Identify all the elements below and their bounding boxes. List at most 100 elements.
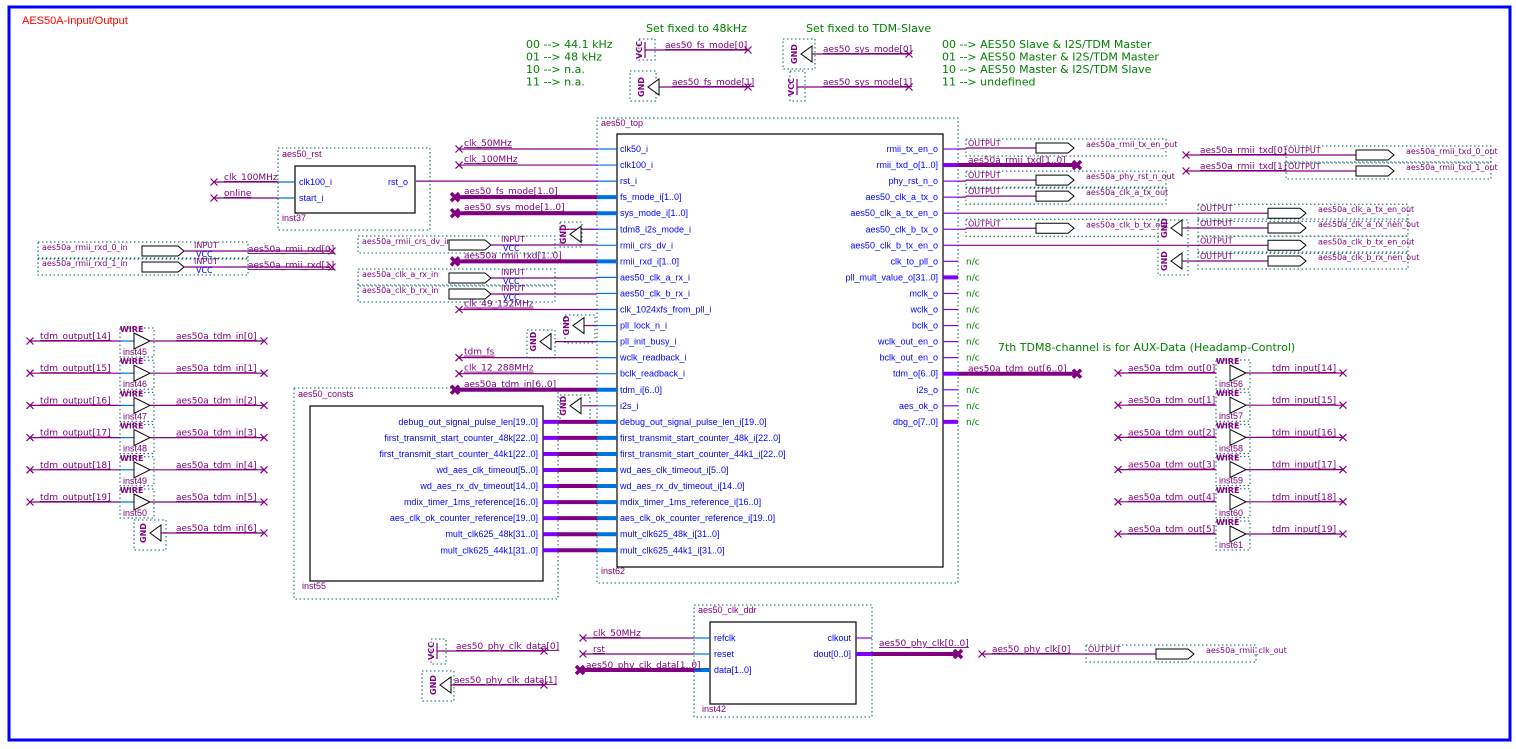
wire-label: WIRE: [1216, 486, 1239, 495]
no-connect-mark: [1071, 368, 1083, 379]
no-connect-mark: [455, 305, 463, 314]
output-pin-name[interactable]: aes50a_rmii_clk_out: [1206, 646, 1287, 655]
buffer-icon: [133, 493, 152, 511]
note-fs-mode: 11 --> n.a.: [526, 76, 585, 89]
output-pin-name[interactable]: aes50a_clk_b_tx_out: [1086, 220, 1168, 229]
net-label: clk_100MHz: [224, 173, 278, 183]
gnd-symbol-icon: [800, 45, 813, 63]
output-pin-icon[interactable]: [1035, 190, 1075, 202]
input-port-13: wclk_readback_i: [619, 353, 687, 363]
net-label: tdm_output[15]: [40, 364, 111, 374]
input-port-8: aes50_clk_a_rx_i: [620, 272, 690, 282]
output-pin-name[interactable]: aes50a_rmii_txd_1_out: [1406, 163, 1498, 172]
output-pin-icon[interactable]: [1155, 648, 1195, 660]
aes50-rst-name: aes50_rst: [282, 149, 322, 159]
input-port-24: mult_clk625_48k_i[31..0]: [620, 529, 720, 539]
net-label: aes50a_tdm_in[5]: [176, 493, 257, 503]
output-pin-name[interactable]: aes50a_rmii_tx_en_out: [1086, 140, 1177, 149]
buffer-icon: [133, 364, 152, 383]
output-pin-name[interactable]: aes50a_clk_a_rx_nen_out: [1318, 220, 1419, 229]
aes50-top-block[interactable]: [616, 133, 944, 568]
gnd-label: GND: [559, 224, 568, 244]
wire-label: WIRE: [1216, 518, 1239, 527]
output-pin-frame: [1285, 145, 1492, 164]
consts-output-port: mdix_timer_1ms_reference[16..0]: [404, 497, 538, 507]
net-label: aes50a_tdm_out[1]: [1128, 396, 1215, 406]
no-connect-mark: [1182, 151, 1190, 159]
input-pin-name[interactable]: aes50a_rmii_rxd_0_in: [42, 243, 128, 252]
net-label: aes50_phy_clk_data[0]: [456, 642, 559, 652]
input-port-16: i2s_i: [620, 401, 639, 411]
input-pin-icon[interactable]: [448, 288, 492, 300]
input-pin-type: INPUT: [501, 284, 525, 293]
input-pin-name[interactable]: aes50a_rmii_rxd_1_in: [42, 259, 128, 268]
net-label: aes50a_tdm_out[3]: [1128, 461, 1215, 471]
no-connect-mark: [1182, 167, 1190, 175]
net-label: aes50_phy_clk_data[1]: [454, 676, 557, 686]
output-pin-icon[interactable]: [1267, 239, 1307, 251]
output-pin-icon[interactable]: [1267, 222, 1307, 234]
output-pin-type: OUTPUT: [968, 171, 1001, 180]
input-pin-default: VCC: [503, 244, 520, 253]
aes50-rst-block[interactable]: [294, 165, 416, 214]
output-port-15: i2s_o: [916, 385, 938, 395]
output-pin-name[interactable]: aes50a_clk_b_rx_nen_out: [1318, 253, 1419, 262]
output-pin-icon[interactable]: [1267, 207, 1307, 219]
output-pin-icon[interactable]: [1267, 255, 1307, 267]
output-pin-icon[interactable]: [1355, 149, 1395, 161]
buffer-icon: [1229, 525, 1248, 543]
wire-buffer-frame: [119, 359, 155, 390]
net-label: aes50a_tdm_in[6..0]: [464, 380, 556, 390]
no-connect-mark: [260, 369, 268, 378]
no-connect-mark: [540, 681, 548, 689]
output-pin-icon[interactable]: [1355, 165, 1395, 177]
instance-name: inst50: [123, 508, 147, 518]
no-connect-mark: [744, 46, 752, 54]
output-port-7: clk_to_pll_o: [890, 256, 938, 266]
output-pin-icon[interactable]: [1035, 222, 1075, 234]
input-pin-name[interactable]: aes50a_clk_a_rx_in: [362, 270, 438, 279]
output-pin-type: OUTPUT: [1088, 645, 1121, 654]
ddr-input-port: data[1..0]: [714, 665, 752, 675]
output-pin-name[interactable]: aes50a_rmii_txd_0_out: [1406, 147, 1498, 156]
note-fs-mode: 01 --> 48 kHz: [526, 51, 602, 64]
input-pin-icon[interactable]: [448, 272, 492, 284]
output-pin-type: OUTPUT: [1200, 236, 1233, 245]
input-pin-name[interactable]: aes50a_clk_b_rx_in: [362, 286, 439, 295]
no-connect-mark: [260, 433, 268, 442]
input-pin-default: VCC: [503, 293, 520, 302]
vcc-label: VCC: [787, 78, 796, 96]
output-pin-icon[interactable]: [1035, 174, 1075, 186]
input-pin-name[interactable]: aes50a_rmii_crs_dv_in: [362, 237, 451, 246]
output-pin-name[interactable]: aes50a_phy_rst_n_out: [1086, 172, 1175, 181]
no-connect-label: n/c: [966, 257, 980, 267]
gnd-label: GND: [529, 331, 538, 351]
output-pin-type: OUTPUT: [1200, 204, 1233, 213]
buffer-icon: [133, 428, 152, 447]
output-pin-icon[interactable]: [1035, 142, 1075, 154]
output-pin-name[interactable]: aes50a_clk_a_tx_out: [1086, 188, 1168, 197]
consts-output-port: mult_clk625_48k[31..0]: [445, 529, 538, 539]
input-pin-icon[interactable]: [448, 239, 492, 251]
aes50-consts-block[interactable]: [309, 405, 544, 582]
output-pin-name[interactable]: aes50a_clk_b_tx_en_out: [1318, 237, 1414, 246]
input-pin-frame: [37, 241, 249, 260]
input-pin-icon[interactable]: [141, 261, 185, 273]
no-connect-label: n/c: [966, 322, 980, 332]
aes50-clk-ddr-block[interactable]: [709, 621, 857, 705]
input-port-21: wd_aes_rx_dv_timeout_i[14..0]: [619, 481, 745, 491]
net-label: aes50_sys_mode[1]: [823, 78, 912, 88]
consts-output-port: mult_clk625_44k1[31..0]: [440, 545, 538, 555]
sheet-title: AES50A-Input/Output: [22, 15, 128, 27]
net-label: tdm_input[16]: [1272, 428, 1336, 438]
consts-output-port: debug_out_signal_pulse_len[19..0]: [398, 417, 538, 427]
wire-buffer-frame: [119, 424, 155, 455]
input-port-4: sys_mode_i[1..0]: [620, 208, 688, 218]
output-pin-name[interactable]: aes50a_clk_a_tx_en_out: [1318, 205, 1414, 214]
input-pin-icon[interactable]: [141, 245, 185, 257]
no-connect-mark: [1114, 369, 1122, 377]
ddr-output-port: clkout: [827, 633, 851, 643]
net-label: tdm_input[18]: [1272, 493, 1336, 503]
wire-buffer-frame: [119, 327, 155, 358]
